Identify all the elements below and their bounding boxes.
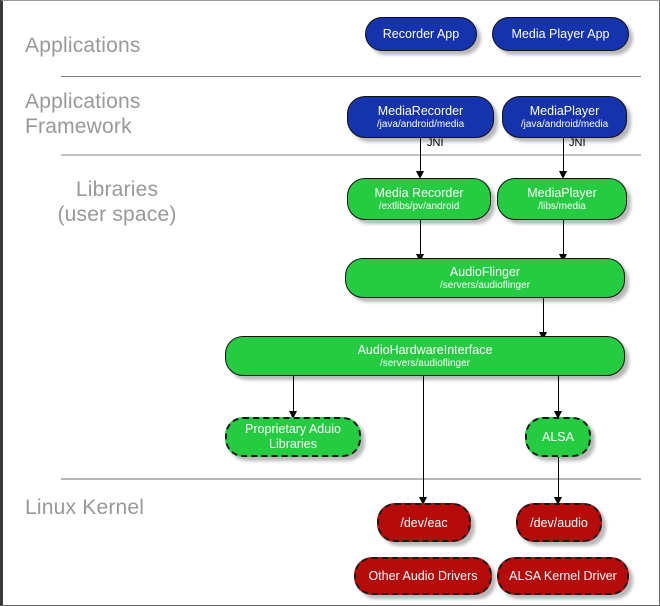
connector-alsa-dev-audio bbox=[558, 456, 559, 503]
node-other-audio-drivers[interactable]: Other Audio Drivers bbox=[354, 557, 492, 595]
node-media-player-app[interactable]: Media Player App bbox=[492, 17, 629, 51]
node-dev-audio-title: /dev/audio bbox=[530, 515, 588, 530]
node-mediaplayer-framework-title: MediaPlayer bbox=[529, 103, 600, 118]
node-alsa-title: ALSA bbox=[542, 430, 574, 444]
edge-label-jni-player: JNI bbox=[569, 137, 586, 149]
node-alsa[interactable]: ALSA bbox=[525, 417, 591, 457]
connector-ahi-proprietary bbox=[293, 375, 294, 417]
divider-libraries bbox=[61, 478, 641, 480]
node-mediaplayer-lib[interactable]: MediaPlayer /libs/media bbox=[497, 178, 627, 220]
connector-mediaplayer-jni bbox=[563, 138, 564, 174]
arrowhead-ahi-alsa bbox=[553, 411, 562, 419]
connector-mediarecorder-jni bbox=[420, 138, 421, 174]
node-mediaplayer-framework-subtitle: /java/android/media bbox=[520, 118, 609, 130]
node-mediarecorder-framework-title: MediaRecorder bbox=[377, 103, 464, 118]
node-media-recorder-lib-subtitle: /extlibs/pv/android bbox=[378, 200, 460, 212]
node-recorder-app[interactable]: Recorder App bbox=[365, 17, 477, 51]
arrowhead-alsa-dev-audio bbox=[553, 497, 562, 505]
divider-applications bbox=[61, 76, 641, 77]
connector-mediaplayer-audioflinger bbox=[563, 220, 564, 260]
node-dev-eac-title: /dev/eac bbox=[400, 515, 448, 530]
node-media-recorder-lib-title: Media Recorder bbox=[374, 185, 464, 200]
connector-mediarecorder-audioflinger bbox=[420, 220, 421, 260]
divider-applications-framework bbox=[61, 154, 641, 156]
node-mediaplayer-lib-subtitle: /libs/media bbox=[538, 200, 586, 212]
node-audiohardwareinterface-title: AudioHardwareInterface bbox=[357, 342, 493, 357]
node-media-player-app-title: Media Player App bbox=[511, 27, 610, 41]
node-proprietary-audio-libs-title: Proprietary Aduio Libraries bbox=[245, 422, 341, 451]
node-audioflinger-subtitle: /servers/audioflinger bbox=[439, 279, 531, 291]
node-proprietary-audio-libs[interactable]: Proprietary Aduio Libraries bbox=[225, 417, 361, 457]
node-mediarecorder-framework[interactable]: MediaRecorder /java/android/media bbox=[347, 96, 494, 138]
node-alsa-kernel-driver[interactable]: ALSA Kernel Driver bbox=[497, 557, 629, 595]
arrowhead-ahi-proprietary bbox=[288, 411, 297, 419]
node-audiohardwareinterface[interactable]: AudioHardwareInterface /servers/audiofli… bbox=[225, 336, 625, 376]
arrowhead-ahi-dev-eac bbox=[418, 497, 427, 505]
node-alsa-kernel-driver-title: ALSA Kernel Driver bbox=[509, 569, 617, 583]
node-other-audio-drivers-title: Other Audio Drivers bbox=[368, 569, 478, 583]
arrowhead-mediaplayer-jni bbox=[558, 171, 567, 179]
node-dev-audio[interactable]: /dev/audio bbox=[516, 503, 602, 542]
node-dev-eac[interactable]: /dev/eac bbox=[377, 503, 471, 542]
node-mediaplayer-lib-title: MediaPlayer bbox=[527, 185, 597, 200]
node-audioflinger[interactable]: AudioFlinger /servers/audioflinger bbox=[345, 258, 625, 298]
edge-label-jni-recorder: JNI bbox=[427, 137, 444, 149]
layer-label-applications: Applications bbox=[25, 34, 141, 57]
connector-ahi-alsa bbox=[558, 375, 559, 417]
layer-label-libraries: Libraries (user space) bbox=[57, 178, 177, 226]
connector-ahi-dev-eac bbox=[423, 375, 424, 503]
arrowhead-mediarecorder-jni bbox=[415, 171, 424, 179]
node-mediaplayer-framework[interactable]: MediaPlayer /java/android/media bbox=[502, 96, 627, 138]
node-media-recorder-lib[interactable]: Media Recorder /extlibs/pv/android bbox=[347, 178, 491, 220]
node-audioflinger-title: AudioFlinger bbox=[449, 264, 521, 279]
layer-label-linux-kernel: Linux Kernel bbox=[25, 496, 145, 519]
layer-label-applications-framework: Applications Framework bbox=[25, 90, 141, 138]
connector-audioflinger-audiohardwareinterface bbox=[543, 298, 544, 338]
node-audiohardwareinterface-subtitle: /servers/audioflinger bbox=[379, 357, 471, 369]
node-mediarecorder-framework-subtitle: /java/android/media bbox=[376, 118, 465, 130]
node-recorder-app-title: Recorder App bbox=[382, 27, 460, 41]
